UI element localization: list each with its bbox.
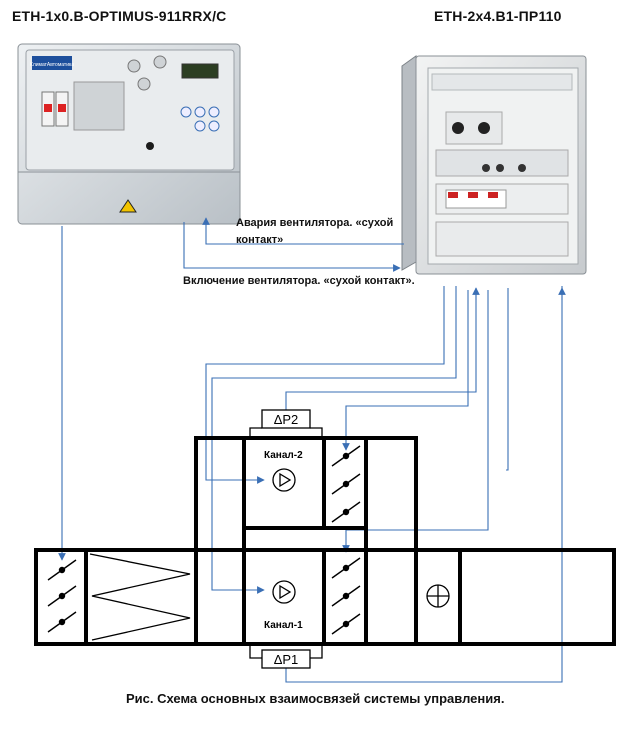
wire-fan-start — [183, 222, 401, 272]
fan-channel-1-icon — [272, 580, 296, 604]
damper-left-icon — [47, 559, 77, 633]
left-controller-cabinet: КлиматАвтоматика — [17, 43, 241, 225]
dp1-sensor: ΔP1 — [249, 644, 323, 669]
heater-zigzag — [89, 553, 191, 641]
damper-1-icon — [331, 557, 361, 635]
wire-dp1 — [285, 286, 563, 683]
figure-caption: Рис. Схема основных взаимосвязей системы… — [126, 691, 505, 706]
wire-fan-alarm — [202, 217, 404, 245]
dp2-label: ΔP2 — [274, 412, 299, 427]
right-controller-cabinet — [401, 55, 587, 275]
wire-fan-channel-2 — [205, 286, 445, 484]
damper-2-icon — [331, 445, 361, 523]
channel-1-label: Канал-1 — [264, 620, 303, 631]
signal-wires — [58, 217, 566, 683]
dp2-sensor: ΔP2 — [249, 409, 323, 438]
wire-damper-2 — [342, 290, 469, 451]
brand-logo-text: КлиматАвтоматика — [30, 62, 74, 68]
sensor-circle-icon — [426, 584, 450, 608]
brand-logo — [32, 56, 72, 70]
wire-dp2 — [285, 288, 477, 410]
wire-fan-channel-1 — [211, 286, 457, 594]
upper-block — [194, 436, 418, 550]
wire-aux — [506, 288, 509, 471]
fan-channel-2-icon — [272, 468, 296, 492]
fan-start-note: Включение вентилятора. «сухой контакт». — [183, 275, 415, 287]
channel-2-label: Канал-2 — [264, 450, 303, 461]
left-controller-title: ETH-1x0.B-OPTIMUS-911RRX/C — [12, 8, 227, 24]
warning-sticker-icon — [119, 199, 137, 213]
dp1-label: ΔP1 — [274, 652, 299, 667]
air-handling-unit — [34, 436, 616, 646]
fan-alarm-note: Авария вентилятора. «сухой контакт» — [236, 217, 394, 246]
right-controller-title: ETH-2x4.B1-ПР110 — [434, 8, 562, 24]
